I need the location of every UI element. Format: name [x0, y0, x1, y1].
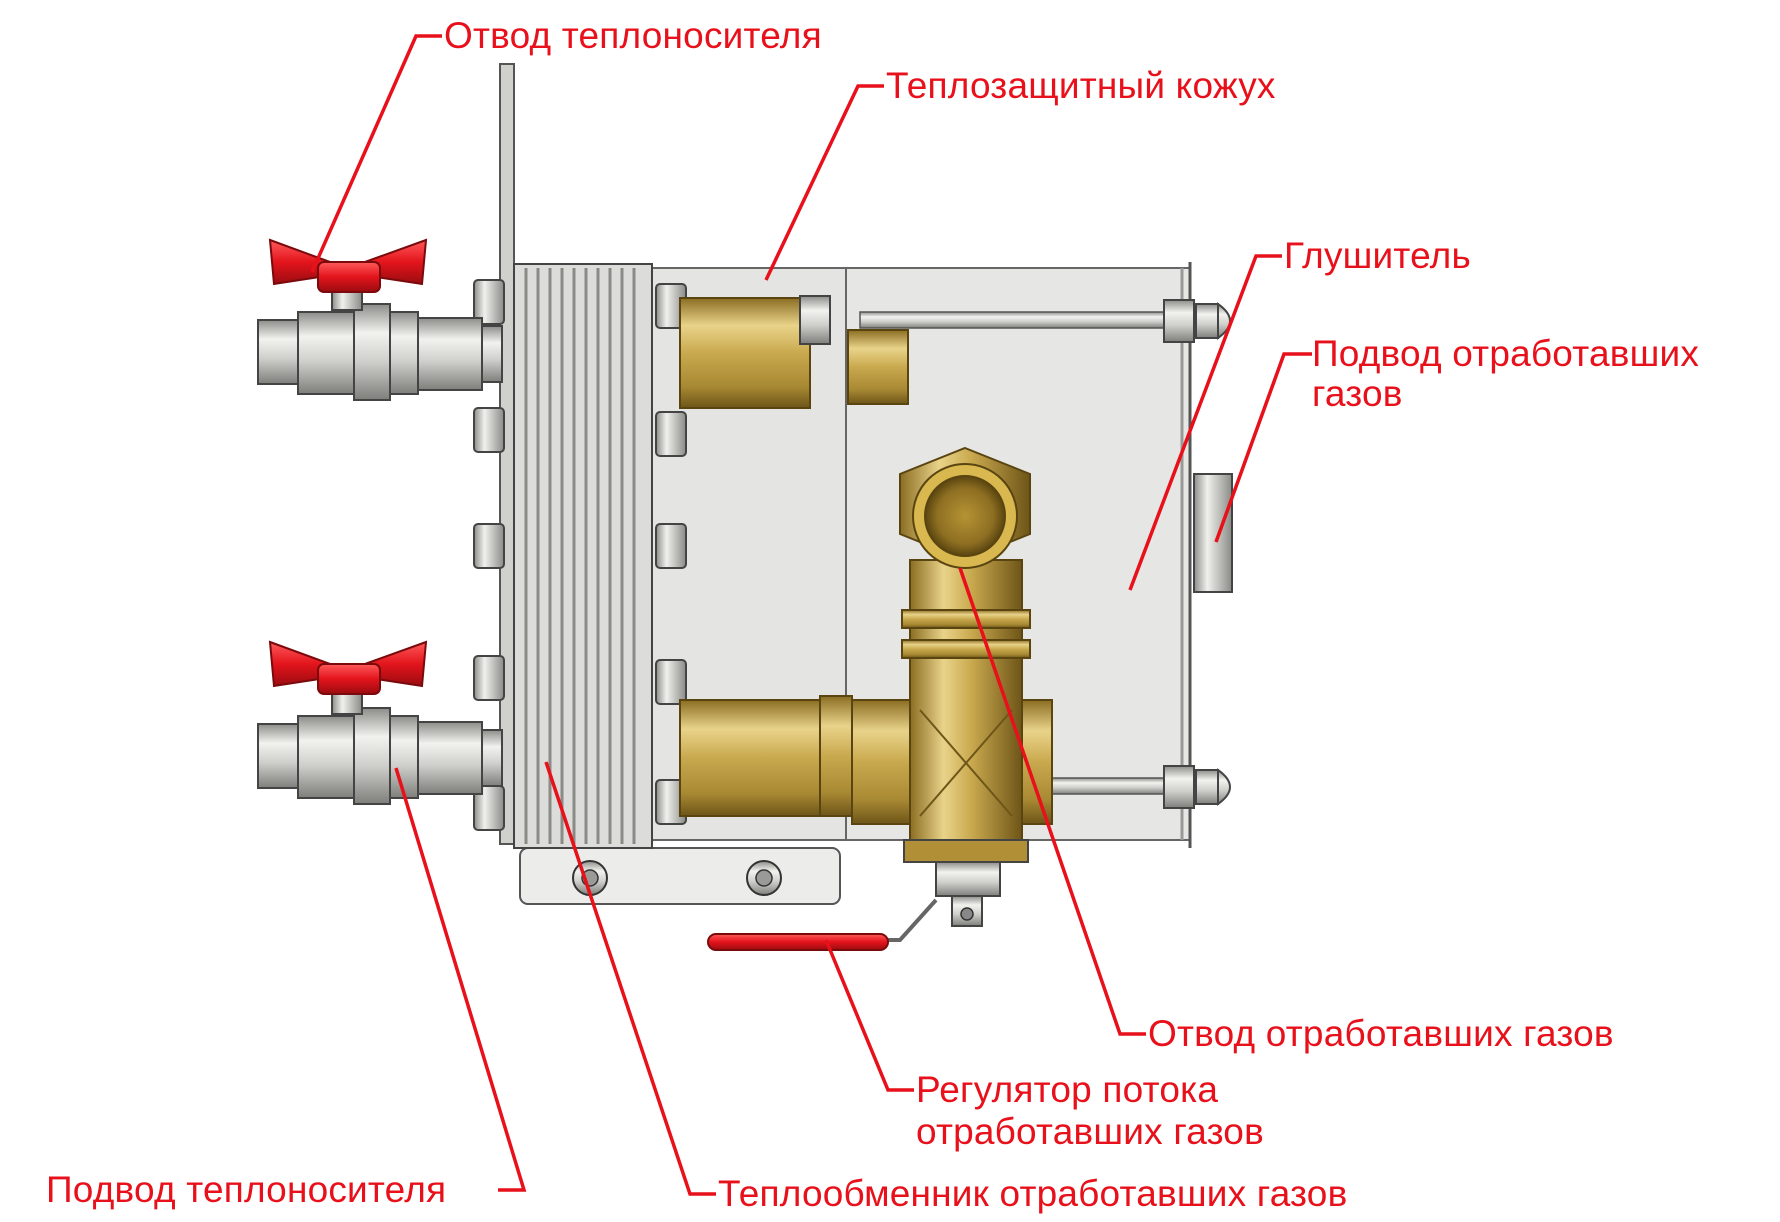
exhaust-inlet-pipe	[1193, 473, 1233, 593]
label-muffler: Глушитель	[1284, 235, 1471, 276]
leader-flow-regulator	[824, 939, 914, 1092]
label-exhaust-inlet-line1: Подвод отработавших	[1312, 333, 1700, 374]
tie-rod	[859, 311, 1181, 329]
label-flow-regulator-line2: отработавших газов	[916, 1111, 1264, 1152]
label-exhaust-outlet: Отвод отработавших газов	[1148, 1013, 1614, 1054]
exhaust-outlet-port-icon	[899, 446, 1031, 569]
leader-coolant-outlet	[310, 34, 442, 273]
flow-regulator-valve	[707, 861, 1001, 951]
leader-heat-shield	[764, 84, 884, 281]
label-heat-shield: Теплозащитный кожух	[886, 65, 1276, 106]
leader-lines	[310, 34, 1312, 1196]
acorn-nut-icon	[1163, 765, 1231, 809]
mounting-plate	[499, 63, 515, 845]
regulator-lever-handle	[707, 933, 889, 951]
label-coolant-inlet: Подвод теплоносителя	[46, 1169, 447, 1210]
leader-coolant-inlet	[394, 767, 527, 1192]
bottom-ball-valve	[257, 640, 503, 805]
leader-exhaust-outlet	[958, 567, 1146, 1036]
upper-brass-fitting	[679, 295, 909, 409]
label-exhaust-inlet-line2: газов	[1312, 373, 1403, 414]
bottom-bracket	[519, 847, 841, 905]
stack-bolt-icon	[473, 279, 687, 831]
lower-brass-fitting	[679, 695, 853, 817]
acorn-nut-icon	[1163, 299, 1231, 343]
leader-heat-exchanger	[544, 761, 716, 1196]
leader-exhaust-inlet	[1214, 352, 1312, 543]
label-coolant-outlet: Отвод теплоносителя	[444, 15, 822, 56]
leader-muffler	[1128, 254, 1282, 591]
plate-heat-exchanger	[513, 263, 653, 849]
top-ball-valve	[257, 238, 503, 401]
label-exhaust-heat-exchanger: Теплообменник отработавших газов	[718, 1173, 1348, 1214]
bracket-bolt-icon	[746, 860, 782, 896]
brass-cross-tee	[851, 559, 1053, 863]
label-flow-regulator-line1: Регулятор потока	[916, 1069, 1219, 1110]
